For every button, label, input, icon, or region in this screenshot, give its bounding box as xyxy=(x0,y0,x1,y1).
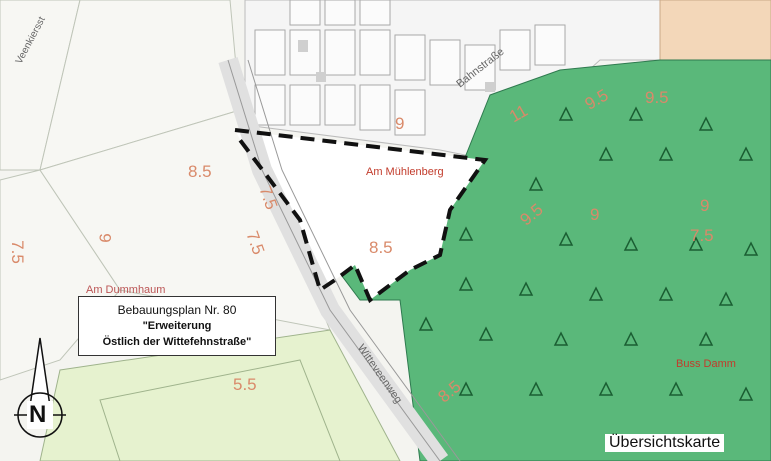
plan-label-box: Bebauungsplan Nr. 80 "Erweiterung Östlic… xyxy=(78,296,276,356)
contour-label: 7.5 xyxy=(690,226,714,245)
contour-label: 9 xyxy=(95,233,115,243)
green-fields xyxy=(39,329,401,461)
contour-label: 9 xyxy=(700,196,710,215)
tree-symbols xyxy=(418,106,759,401)
settlement-area xyxy=(244,0,771,161)
map-caption: Übersichtskarte xyxy=(605,434,725,452)
contour-label: 7.5 xyxy=(7,240,27,264)
plan-label-line2: "Erweiterung xyxy=(142,320,212,332)
north-arrow xyxy=(14,337,66,438)
contour-label: 8.5 xyxy=(369,238,393,257)
compass-letter: N xyxy=(29,401,47,428)
contour-label: 9 xyxy=(590,205,600,224)
plan-boundary xyxy=(234,128,489,304)
place-label-buss-damm: Buss Damm xyxy=(676,358,736,370)
plan-area xyxy=(235,130,485,300)
plan-label-title: Bebauungsplan Nr. 80 xyxy=(117,303,237,317)
place-label-am-muehlenberg: Am Mühlenberg xyxy=(366,166,444,178)
plan-label-line3: Östlich der Wittefehnstraße" xyxy=(102,336,252,348)
contour-label: 9 xyxy=(395,114,405,133)
contour-label: 8.5 xyxy=(188,162,212,181)
contour-label: 9.5 xyxy=(645,88,669,107)
place-label-am-dummhaum: Am Dummhaum xyxy=(86,284,166,296)
contour-label: 5.5 xyxy=(233,375,257,394)
